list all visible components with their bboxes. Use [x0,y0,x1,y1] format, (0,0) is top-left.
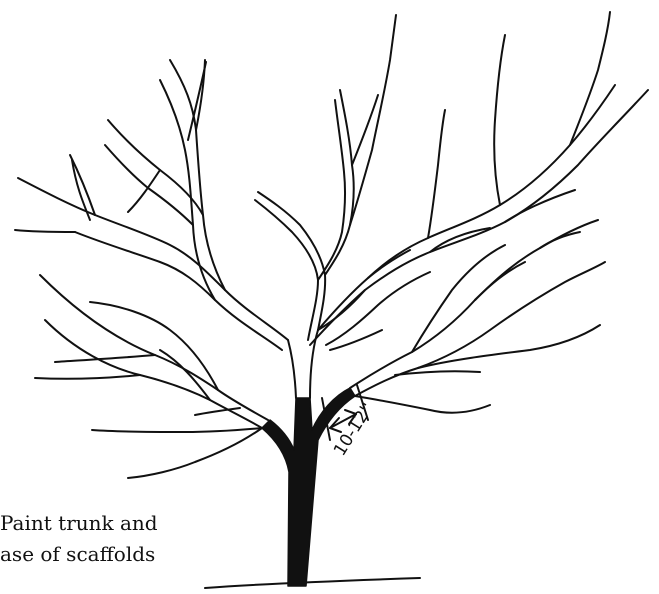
caption-line-2: ase of scaffolds [0,539,158,570]
painted-trunk [262,388,355,586]
right-lower-scaffold [350,220,605,413]
paint-instruction-caption: Paint trunk and ase of scaffolds [0,508,158,570]
left-lower-scaffold [35,275,268,478]
caption-line-1: Paint trunk and [0,508,158,539]
ground-line [205,578,420,588]
left-scaffold [15,60,288,350]
center-scaffold [255,15,396,340]
